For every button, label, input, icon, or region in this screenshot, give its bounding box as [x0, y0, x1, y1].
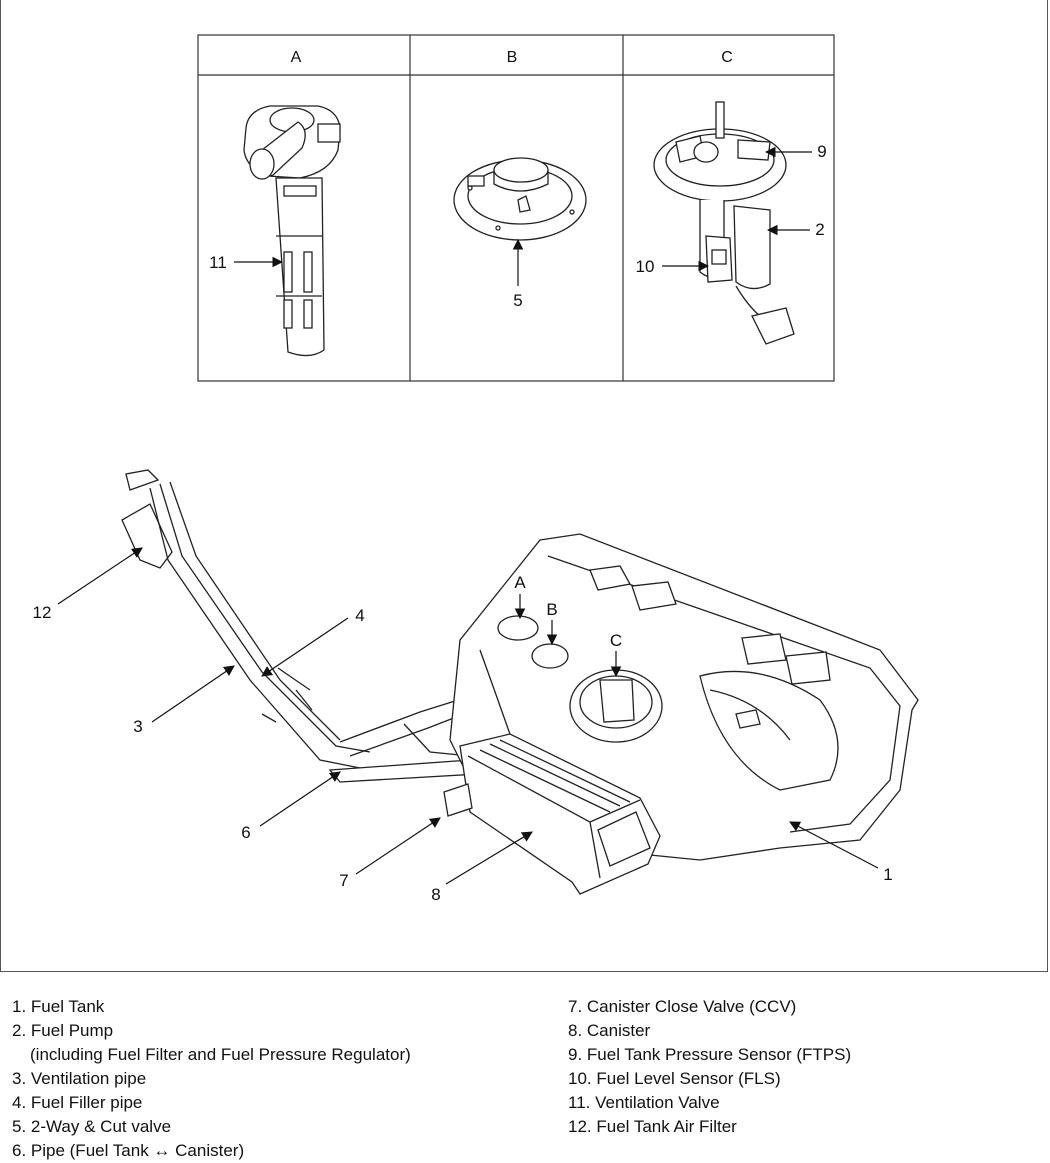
callout-5: 5 — [513, 291, 522, 310]
callout-3: 3 — [133, 717, 142, 736]
legend-item: 9. Fuel Tank Pressure Sensor (FTPS) — [568, 1045, 852, 1064]
legend-item: 2. Fuel Pump — [12, 1021, 114, 1040]
callout-1: 1 — [883, 865, 892, 884]
panel-b-header: B — [507, 49, 518, 66]
callout-8: 8 — [431, 885, 440, 904]
callout-c: C — [610, 631, 622, 650]
fuel-filler-assembly-drawing — [121, 469, 502, 783]
callout-10: 10 — [636, 257, 655, 276]
legend-item: 10. Fuel Level Sensor (FLS) — [568, 1069, 781, 1088]
panel-a-header: A — [291, 49, 302, 66]
legend-item: 8. Canister — [568, 1021, 651, 1040]
legend-item: 7. Canister Close Valve (CCV) — [568, 997, 797, 1016]
callout-2: 2 — [815, 220, 824, 239]
two-way-cut-valve-drawing — [453, 157, 587, 241]
legend-item: 5. 2-Way & Cut valve — [12, 1117, 172, 1136]
legend-right: 7. Canister Close Valve (CCV) 8. Caniste… — [568, 995, 851, 1139]
legend-item: 3. Ventilation pipe — [12, 1069, 147, 1088]
fuel-pump-module-drawing — [653, 101, 795, 345]
callout-11: 11 — [209, 253, 227, 272]
legend-item: 1. Fuel Tank — [12, 997, 105, 1016]
ventilation-valve-drawing — [243, 105, 341, 357]
panel-c-header: C — [721, 49, 733, 66]
callout-6: 6 — [241, 823, 250, 842]
callout-7: 7 — [339, 871, 348, 890]
legend-item: 6. Pipe (Fuel Tank ↔ Canister) — [12, 1141, 245, 1160]
callout-a: A — [514, 573, 526, 592]
diagram-frame — [0, 0, 1048, 972]
canister-drawing — [443, 733, 661, 895]
detail-table — [197, 34, 835, 382]
callout-12: 12 — [33, 603, 52, 622]
fuel-system-diagram: A B C — [33, 34, 919, 904]
callout-b: B — [546, 600, 557, 619]
callout-4: 4 — [355, 606, 364, 625]
legend-item: 12. Fuel Tank Air Filter — [568, 1117, 737, 1136]
legend-item: 4. Fuel Filler pipe — [12, 1093, 143, 1112]
legend-left: 1. Fuel Tank 2. Fuel Pump (including Fue… — [12, 995, 411, 1163]
callout-9: 9 — [817, 142, 826, 161]
legend-item-note: (including Fuel Filter and Fuel Pressure… — [30, 1045, 411, 1064]
legend-item: 11. Ventilation Valve — [568, 1093, 720, 1112]
